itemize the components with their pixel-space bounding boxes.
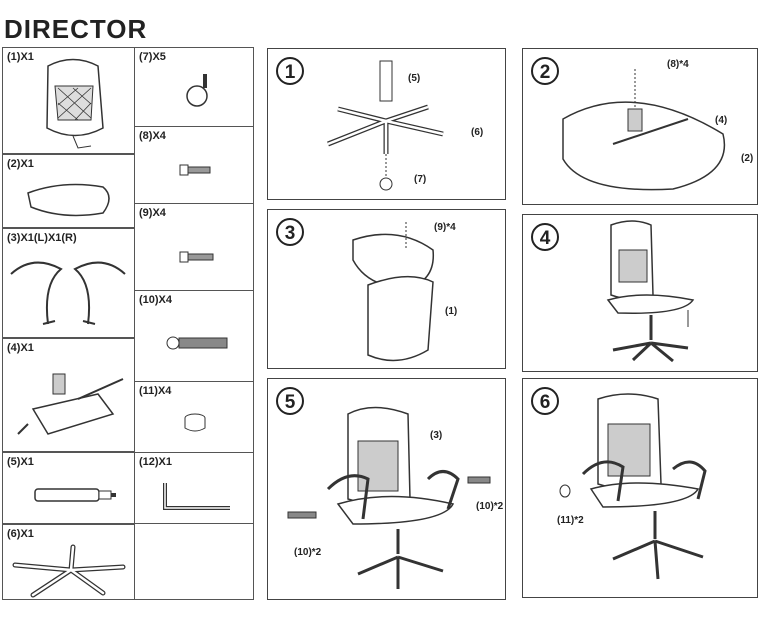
callout: (9)*4 [434, 222, 456, 233]
part-label: (12)X1 [139, 456, 173, 468]
step-2-panel: 2 (8)*4 (4) (2) [522, 48, 758, 205]
callout: (5) [408, 73, 421, 84]
part-label: (2)X1 [7, 158, 34, 170]
part-cell-10: (10)X4 [134, 290, 254, 382]
chair-back-drawing [46, 58, 104, 149]
part-cell-12: (12)X1 [134, 452, 254, 524]
step-5-panel: 5 (3) (10)*2 (10)*2 [267, 378, 506, 600]
callout: (10)*2 [294, 547, 322, 558]
part-cell-11: (11)X4 [134, 381, 254, 453]
back-attach-drawing [352, 222, 435, 362]
step-number: 2 [531, 57, 559, 85]
step-number: 5 [276, 387, 304, 415]
step-6-panel: 6 (11)*2 [522, 378, 758, 598]
part-label: (4)X1 [7, 342, 34, 354]
base-assembly-drawing [327, 60, 444, 191]
gas-lift-drawing [34, 488, 116, 502]
callout: (7) [414, 174, 427, 185]
seat-mechanism-drawing [562, 69, 726, 191]
step-1-panel: 1 (5) (6) (7) [267, 48, 506, 200]
cap-drawing [184, 413, 206, 432]
seat-drawing [27, 183, 110, 217]
step-4-panel: 4 [522, 214, 758, 372]
finished-chair-drawing [559, 393, 707, 580]
part-label: (5)X1 [7, 456, 34, 468]
part-cell-9: (9)X4 [134, 203, 254, 291]
part-label: (6)X1 [7, 528, 34, 540]
mechanism-drawing [17, 373, 124, 435]
step-3-panel: 3 (9)*4 (1) [267, 209, 506, 369]
part-cell-3: (3)X1(L)X1(R) [2, 228, 135, 338]
part-cell-empty [134, 523, 254, 600]
callout: (2) [741, 153, 754, 164]
callout: (6) [471, 127, 484, 138]
callout: (11)*2 [557, 515, 584, 526]
bolt-drawing [179, 251, 214, 263]
callout: (1) [445, 306, 458, 317]
part-cell-5: (5)X1 [2, 452, 135, 524]
long-bolt-drawing [166, 336, 228, 350]
step-number: 4 [531, 223, 559, 251]
chair-assembled-drawing [606, 220, 695, 363]
part-cell-7: (7)X5 [134, 47, 254, 127]
part-label: (8)X4 [139, 130, 166, 142]
part-label: (3)X1(L)X1(R) [7, 232, 77, 244]
callout: (4) [715, 115, 728, 126]
step-number: 6 [531, 387, 559, 415]
armrests-drawing [10, 261, 126, 325]
part-cell-6: (6)X1 [2, 524, 135, 600]
part-cell-2: (2)X1 [2, 154, 135, 228]
base-drawing [12, 544, 126, 598]
allen-key-drawing [163, 483, 230, 510]
part-label: (11)X4 [139, 385, 172, 397]
part-cell-4: (4)X1 [2, 338, 135, 452]
part-cell-8: (8)X4 [134, 126, 254, 204]
armrest-attach-drawing [287, 406, 491, 589]
part-label: (10)X4 [139, 294, 173, 306]
part-label: (7)X5 [139, 51, 166, 63]
part-label: (1)X1 [7, 51, 34, 63]
bolt-drawing [179, 164, 211, 176]
step-number: 3 [276, 218, 304, 246]
page-title: DIRECTOR [4, 14, 148, 44]
part-label: (9)X4 [139, 207, 166, 219]
step-number: 1 [276, 57, 304, 85]
callout: (8)*4 [667, 59, 689, 70]
callout: (3) [430, 430, 443, 441]
part-cell-1: (1)X1 [2, 47, 135, 154]
callout: (10)*2 [476, 501, 504, 512]
caster-drawing [186, 74, 208, 107]
